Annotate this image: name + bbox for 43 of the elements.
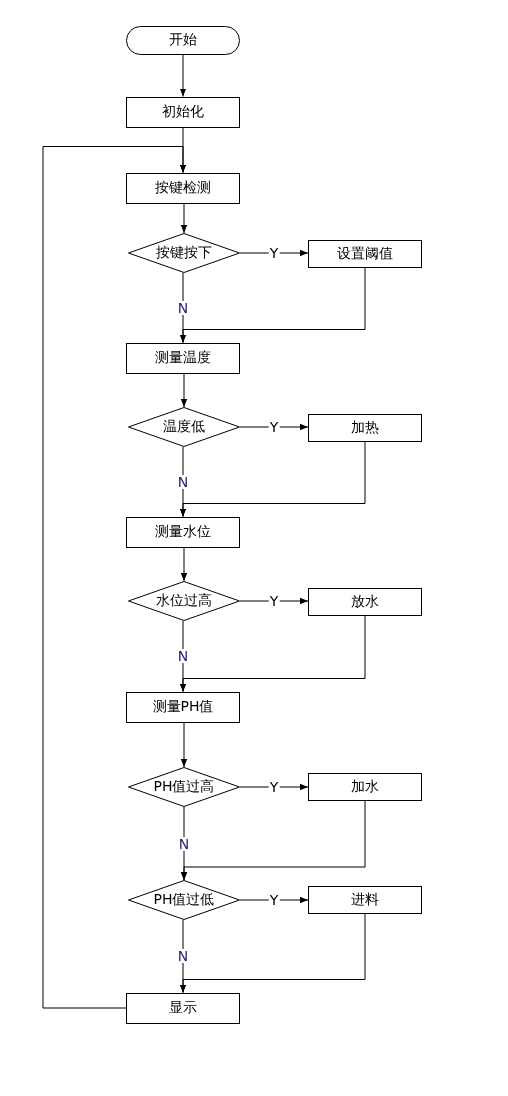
decision-diamond: PH值过低 (128, 880, 240, 920)
arrow (239, 896, 309, 904)
arrow (239, 423, 309, 431)
decision-diamond: 温度低 (128, 407, 240, 447)
arrow (239, 597, 309, 605)
edge-label: Y (268, 893, 280, 907)
process-box: 初始化 (126, 96, 240, 128)
edge-label: N (176, 300, 190, 315)
arrow (180, 203, 188, 234)
arrow (180, 373, 188, 408)
edge-label: N (176, 474, 190, 489)
decision-diamond: 水位过高 (128, 581, 240, 621)
arrow (179, 54, 187, 97)
edge-label: Y (268, 594, 280, 608)
process-box: 按键检测 (126, 172, 240, 204)
arrow (179, 913, 366, 993)
decision-diamond: 按键按下 (128, 233, 240, 273)
arrow (180, 722, 188, 768)
terminal-box: 开始 (126, 25, 240, 55)
decision-diamond: PH值过高 (128, 767, 240, 807)
arrow (180, 800, 366, 881)
process-box: 测量水位 (126, 516, 240, 548)
process-box: 加热 (308, 414, 422, 442)
process-box: 进料 (308, 886, 422, 914)
edge-label: N (177, 836, 191, 851)
process-box: 放水 (308, 588, 422, 616)
arrow (179, 615, 366, 692)
arrow (42, 146, 187, 1009)
arrow (179, 441, 366, 517)
arrow (179, 267, 366, 343)
edge-label: Y (268, 246, 280, 260)
process-box: 加水 (308, 773, 422, 801)
edge-label: Y (268, 780, 280, 794)
process-box: 设置阈值 (308, 240, 422, 268)
process-box: 显示 (126, 992, 240, 1024)
arrow (239, 783, 309, 791)
arrow (239, 249, 309, 257)
process-box: 测量PH值 (126, 691, 240, 723)
edge-label: N (176, 649, 190, 664)
edge-label: Y (268, 420, 280, 434)
arrow (180, 547, 188, 582)
edge-label: N (176, 949, 190, 964)
process-box: 测量温度 (126, 342, 240, 374)
